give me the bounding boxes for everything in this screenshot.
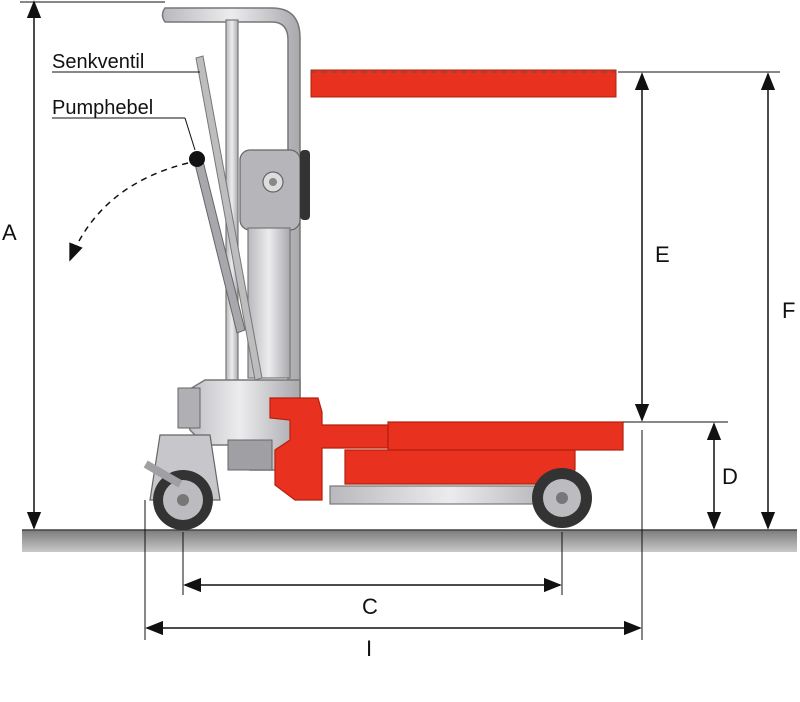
dimension-label-D: D: [722, 464, 738, 489]
dimension-label-A: A: [2, 220, 17, 245]
dimension-label-I: I: [366, 636, 372, 661]
front-caster-wheel: [143, 387, 221, 530]
lowered-platform: [269, 397, 624, 501]
dimension-C: C: [182, 532, 563, 619]
label-lowering-valve: Senkventil: [52, 51, 144, 73]
rear-wheel: [532, 468, 592, 528]
dimension-label-C: C: [362, 594, 378, 619]
dimension-E: E: [618, 71, 780, 423]
handle-frame: [161, 7, 310, 411]
dimension-F: F: [760, 72, 795, 530]
dimension-A: A: [2, 0, 165, 530]
floor: [22, 529, 797, 552]
dimension-I: I: [144, 430, 643, 661]
raised-platform: [310, 69, 617, 98]
dimension-label-E: E: [655, 242, 670, 267]
dimension-label-F: F: [782, 298, 795, 323]
label-pump-lever: Pumphebel: [52, 97, 153, 119]
chassis: [179, 379, 571, 505]
pump-lever: [69, 151, 246, 334]
part-labels: Senkventil Pumphebel: [52, 51, 200, 151]
dimension-D: D: [706, 422, 738, 530]
